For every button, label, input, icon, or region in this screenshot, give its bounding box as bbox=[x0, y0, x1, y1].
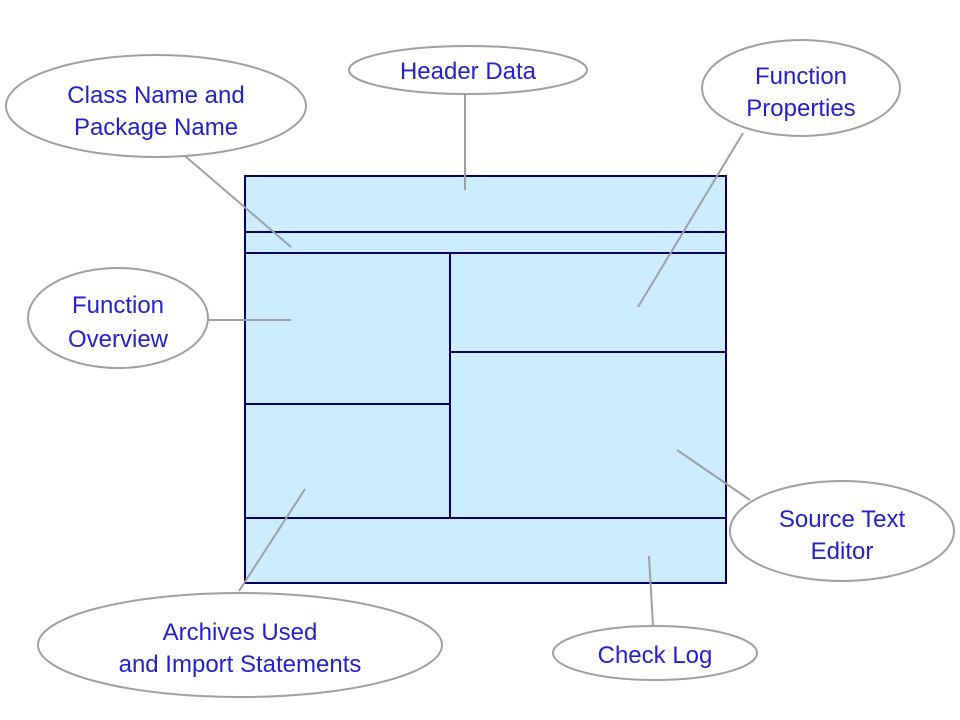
check-log-callout bbox=[552, 625, 758, 681]
function-properties-label-line2: Properties bbox=[746, 95, 855, 122]
function-properties-callout bbox=[701, 39, 901, 137]
function-properties-connector bbox=[637, 132, 744, 308]
source-text-editor-label-line2: Editor bbox=[811, 538, 874, 565]
archives-imports-callout bbox=[37, 592, 443, 698]
class-package-label-line2: Package Name bbox=[74, 114, 238, 141]
source-text-editor-label-line1: Source Text bbox=[779, 506, 906, 533]
label-group: Class Name and Package Name Header Data … bbox=[67, 58, 905, 678]
class-package-label-line1: Class Name and bbox=[67, 82, 244, 109]
header-data-label: Header Data bbox=[400, 58, 537, 85]
function-overview-label-line1: Function bbox=[72, 292, 164, 319]
check-log-label: Check Log bbox=[598, 642, 713, 669]
function-overview-label-line2: Overview bbox=[68, 326, 169, 353]
check-log-connector bbox=[648, 555, 654, 627]
source-text-editor-callout bbox=[729, 480, 955, 582]
header-data-callout bbox=[348, 45, 588, 95]
connector-group bbox=[184, 93, 751, 627]
class-package-connector bbox=[184, 155, 292, 248]
archives-imports-label-line1: Archives Used bbox=[163, 619, 318, 646]
archives-imports-label-line2: and Import Statements bbox=[119, 651, 362, 678]
function-overview-callout bbox=[27, 267, 209, 369]
editor-panel-outline bbox=[244, 175, 727, 584]
function-properties-label-line1: Function bbox=[755, 63, 847, 90]
callout-group bbox=[5, 39, 955, 698]
class-package-callout bbox=[5, 54, 307, 158]
archives-imports-connector bbox=[238, 488, 306, 592]
panel-group bbox=[244, 175, 727, 584]
source-text-editor-connector bbox=[676, 449, 751, 501]
